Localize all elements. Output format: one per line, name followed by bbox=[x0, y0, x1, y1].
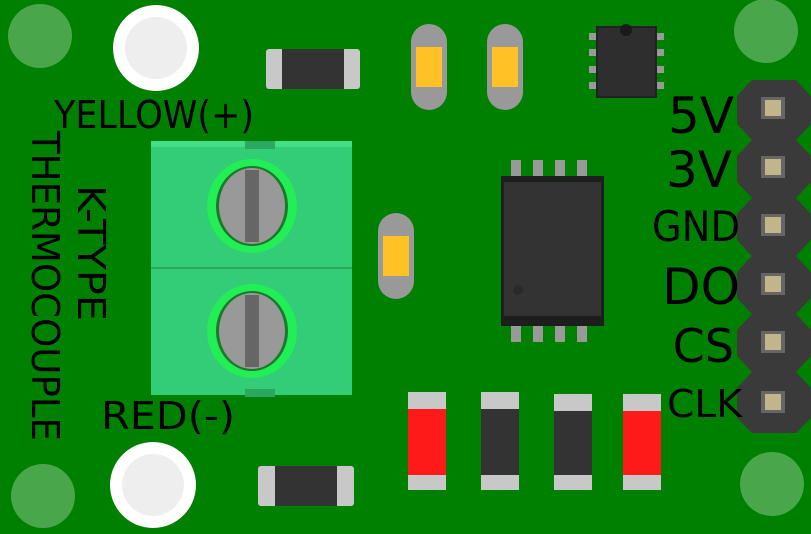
pin-label-do: DO bbox=[662, 258, 740, 316]
capacitor-3 bbox=[378, 213, 414, 299]
terminal-screw-1 bbox=[207, 159, 297, 253]
label-yellow-plus: YELLOW(+) bbox=[53, 93, 254, 137]
resistor-vertical-2 bbox=[554, 394, 592, 490]
small-ic bbox=[589, 24, 664, 98]
pin-label-3v: 3V bbox=[666, 141, 732, 199]
pin-label-5v: 5V bbox=[668, 87, 734, 145]
mounting-hole-bottom bbox=[110, 442, 196, 528]
pin-6[interactable] bbox=[761, 391, 785, 413]
corner-pad-bottom-left bbox=[11, 464, 75, 528]
pin-4[interactable] bbox=[761, 273, 785, 295]
resistor-vertical-1 bbox=[481, 392, 519, 490]
capacitor-1 bbox=[411, 24, 447, 110]
terminal-screw-2 bbox=[207, 284, 297, 378]
label-thermocouple: THERMOCOUPLE bbox=[23, 130, 67, 441]
pin-label-gnd: GND bbox=[652, 202, 740, 251]
label-red-minus: RED(-) bbox=[101, 394, 235, 438]
pin-header bbox=[737, 80, 811, 433]
pin-label-clk: CLK bbox=[667, 382, 743, 426]
corner-pad-bottom-right bbox=[740, 452, 804, 516]
pin-1[interactable] bbox=[761, 97, 785, 119]
corner-pad-top-right bbox=[734, 0, 798, 63]
pin-2[interactable] bbox=[761, 156, 785, 178]
resistor-top bbox=[266, 49, 360, 89]
led-red-2 bbox=[623, 394, 661, 490]
capacitor-2 bbox=[487, 24, 523, 110]
label-ktype: K-TYPE bbox=[69, 185, 113, 321]
mounting-hole-top bbox=[113, 5, 199, 91]
main-ic bbox=[501, 160, 604, 342]
pin-5[interactable] bbox=[761, 331, 785, 353]
pin-3[interactable] bbox=[761, 214, 785, 236]
led-red-1 bbox=[408, 392, 446, 490]
pin-label-cs: CS bbox=[673, 319, 734, 373]
corner-pad-top-left bbox=[8, 4, 72, 68]
resistor-bottom bbox=[258, 466, 354, 506]
